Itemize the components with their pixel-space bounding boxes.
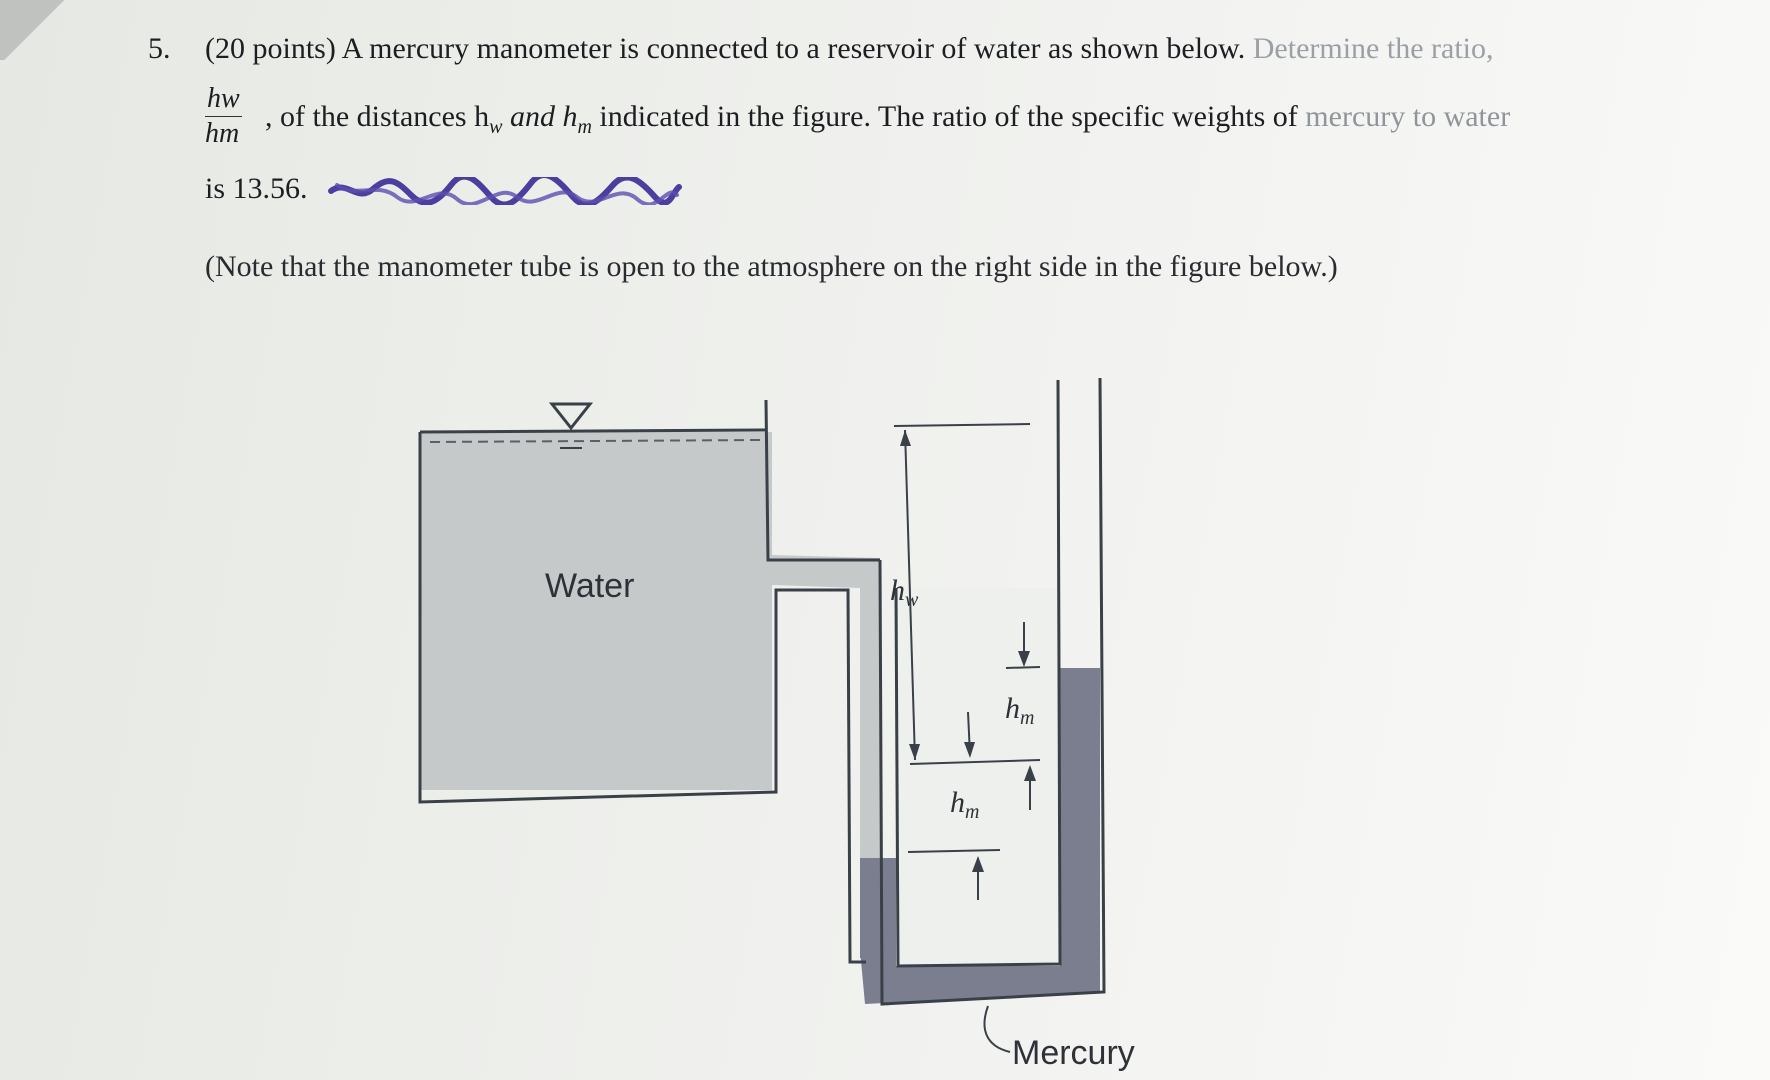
water-surface-dash [429,439,761,443]
hm-left-upper-arrow [964,742,975,758]
subscript-m: m [577,116,592,138]
u-tube-outline [878,377,1106,1006]
question-text-line2-a: , of the distances h [265,100,490,133]
hw-top-reference-line [893,423,1031,427]
fraction-denominator: hm [205,118,240,149]
redaction-scribble [328,177,683,206]
hm-right-upper-arrow [1018,651,1030,667]
connecting-pipe-water [772,555,880,860]
water-label: Water [545,567,634,605]
mercury-left-leg [860,858,896,958]
subscript-w: w [489,116,503,138]
note-text: (Note that the manometer tube is open to… [205,250,1338,283]
water-surface-line [419,428,767,434]
question-text-line2: , of the distances hw and hm indicated i… [265,100,1510,139]
reservoir-outline [418,399,880,964]
question-text-line1: (20 points) A mercury manometer is conne… [205,32,1493,66]
hw-arrow-up [900,430,911,446]
free-surface-symbol [548,402,594,431]
hm-left-lower-arrow [972,856,984,872]
page-corner [0,0,70,60]
hm-right-top-tick [1005,666,1041,669]
question-text-line2-and: and h [509,100,578,133]
question-text-line3: is 13.56. [205,172,683,206]
question-text-line1-main: (20 points) A mercury manometer is conne… [205,32,1246,65]
question-number: 5. [148,32,171,65]
hm-mid-reference-line [909,759,1041,765]
mercury-label: Mercury [1012,1034,1135,1072]
mercury-leader-line [983,1005,1011,1053]
ratio-fraction: hw hm [205,82,242,151]
hm-bottom-reference-line [907,849,1001,853]
reservoir-water [420,432,772,790]
fraction-numerator: hw [205,82,242,117]
question-text-line3-main: is 13.56. [205,172,308,205]
hw-label: hw [890,574,919,611]
hw-arrow-down [909,744,920,760]
question-text-line2-b: indicated in the figure. The ratio of th… [599,100,1298,133]
mercury-right-leg [1060,668,1100,968]
hw-dimension-line [904,429,916,761]
hm-right-lower-arrow [1024,765,1036,781]
u-tube-inner [896,588,1060,966]
question-text-line2-faded: mercury to water [1305,100,1511,133]
question-text-line1-faded: Determine the ratio, [1252,32,1494,65]
